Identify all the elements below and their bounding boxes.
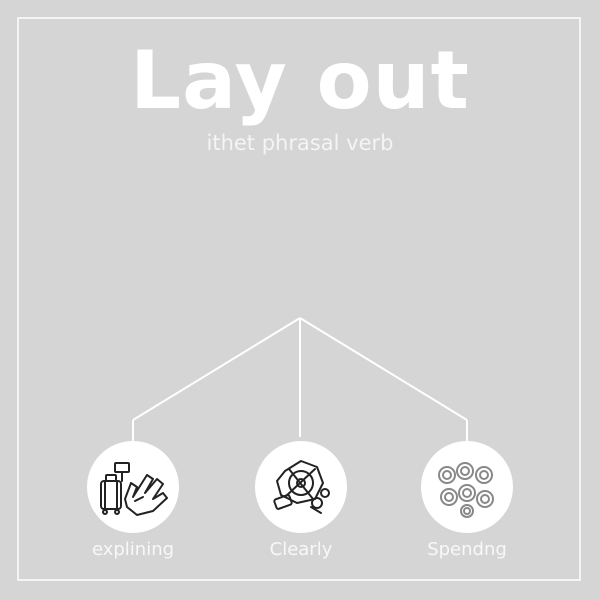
- node-circle-explining: [87, 441, 179, 533]
- node-label-clearly: Clearly: [269, 539, 333, 560]
- branch-line-left: [132, 317, 301, 421]
- tangled-objects-icon: [273, 460, 330, 514]
- node-label-spendng: Spendng: [427, 539, 507, 560]
- node-label-explining: explining: [91, 539, 175, 560]
- node-circle-clearly: [255, 441, 347, 533]
- page-title: Lay out: [130, 34, 470, 127]
- page-subtitle: ithet phrasal verb: [206, 131, 394, 155]
- node-circle-spendng: [421, 441, 513, 533]
- border-frame: [17, 17, 581, 581]
- rings-icon: [438, 462, 494, 518]
- hand-and-luggage-icon: [100, 462, 168, 516]
- branch-line-right: [299, 317, 468, 421]
